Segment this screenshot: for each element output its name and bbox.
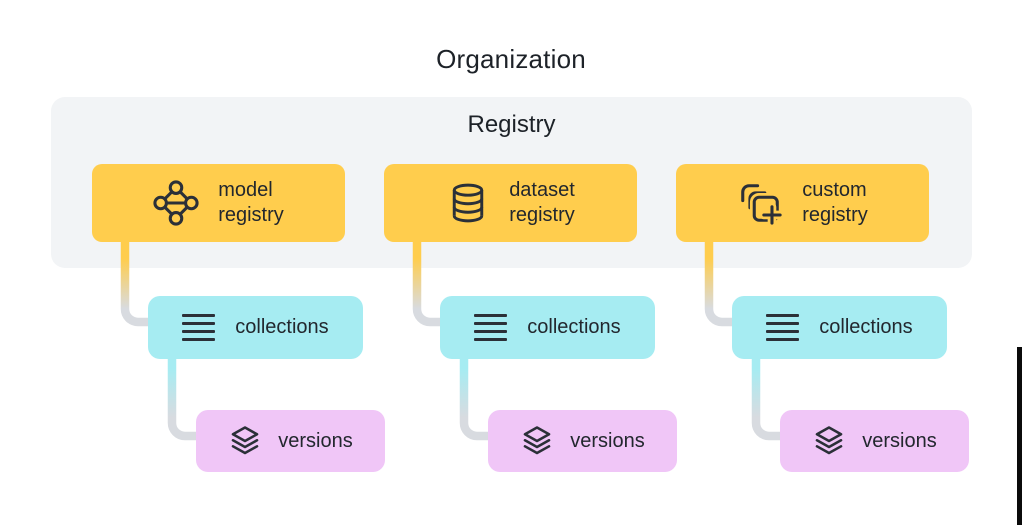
page-title: Organization <box>436 44 586 74</box>
model-registry-icon <box>153 180 199 226</box>
versions-icon <box>520 424 554 458</box>
versions-icon <box>228 424 262 458</box>
dataset-registry-label: dataset registry <box>509 179 575 226</box>
custom-registry-label: custom registry <box>802 179 868 226</box>
dataset-registry-box: dataset registry <box>384 164 637 242</box>
custom-registry-box: custom registry <box>676 164 929 242</box>
screenshot-edge-artifact <box>1017 347 1022 525</box>
versions-icon <box>812 424 846 458</box>
collections-label: collections <box>819 316 913 338</box>
versions-label: versions <box>570 429 645 452</box>
collections-box: collections <box>148 296 363 359</box>
collections-box: collections <box>732 296 947 359</box>
registry-group-label: Registry <box>467 111 556 138</box>
versions-label: versions <box>278 429 353 452</box>
custom-registry-icon <box>737 180 784 226</box>
versions-box: versions <box>488 410 677 472</box>
versions-box: versions <box>196 410 385 472</box>
collections-icon <box>474 314 508 341</box>
collections-icon <box>182 314 216 341</box>
dataset-registry-icon <box>446 181 490 225</box>
versions-box: versions <box>780 410 969 472</box>
versions-label: versions <box>862 429 937 452</box>
model-registry-label: model registry <box>218 179 284 226</box>
model-registry-box: model registry <box>92 164 345 242</box>
collections-box: collections <box>440 296 655 359</box>
collections-label: collections <box>235 316 329 338</box>
collections-label: collections <box>527 316 621 338</box>
collections-icon <box>766 314 800 341</box>
